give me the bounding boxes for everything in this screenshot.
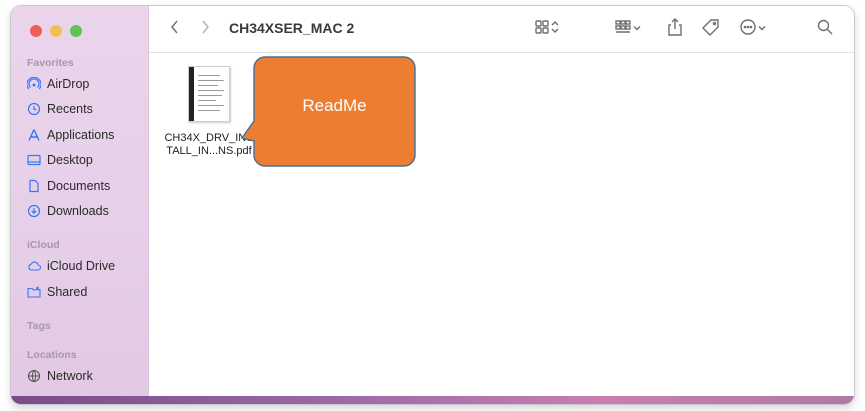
sidebar-item-label: Downloads — [47, 204, 109, 218]
clock-icon — [27, 102, 41, 116]
window-controls — [30, 25, 82, 37]
chevron-updown-icon — [550, 20, 560, 39]
download-icon — [27, 204, 41, 218]
airdrop-icon — [27, 77, 41, 91]
share-icon — [667, 17, 683, 41]
chevron-left-icon — [169, 19, 181, 40]
sidebar-section-locations: Locations — [27, 349, 77, 361]
sidebar-item-recents[interactable]: Recents — [27, 100, 93, 118]
callout-text: ReadMe — [302, 96, 367, 115]
sidebar-item-network[interactable]: Network — [27, 367, 93, 385]
close-button[interactable] — [30, 25, 42, 37]
document-icon — [27, 179, 41, 193]
sidebar-item-label: AirDrop — [47, 77, 90, 91]
chevron-right-icon — [199, 19, 211, 40]
more-actions-button[interactable] — [739, 18, 767, 40]
sidebar-item-label: iCloud Drive — [47, 259, 116, 273]
callout-shape — [241, 56, 416, 167]
chevron-down-icon — [632, 20, 642, 38]
applications-icon — [27, 128, 41, 142]
sidebar-item-label: Recents — [47, 102, 93, 116]
file-item[interactable]: CH34X_DRV_INS TALL_IN...NS.pdf — [161, 66, 257, 158]
sidebar-item-shared[interactable]: Shared — [27, 283, 87, 301]
chevron-down-icon — [757, 20, 767, 38]
sidebar-item-desktop[interactable]: Desktop — [27, 151, 93, 169]
sidebar-item-applications[interactable]: Applications — [27, 126, 114, 144]
sidebar-item-label: Shared — [47, 285, 88, 299]
pdf-file-icon — [188, 66, 230, 122]
sidebar-item-documents[interactable]: Documents — [27, 177, 110, 195]
group-button[interactable] — [614, 18, 642, 40]
sidebar: Favorites AirDrop Recents Applications D… — [11, 6, 149, 404]
grid-view-icon — [534, 19, 550, 40]
readme-callout: ReadMe — [241, 56, 416, 167]
sidebar-item-label: Network — [47, 369, 93, 383]
sidebar-item-downloads[interactable]: Downloads — [27, 202, 109, 220]
network-icon — [27, 369, 41, 383]
window-title: CH34XSER_MAC 2 — [229, 20, 355, 36]
search-button[interactable] — [817, 18, 833, 40]
sidebar-section-favorites: Favorites — [27, 57, 74, 69]
sidebar-item-label: Documents — [47, 179, 111, 193]
desktop-wallpaper-strip — [11, 396, 854, 404]
minimize-button[interactable] — [50, 25, 62, 37]
group-icon — [614, 19, 632, 40]
back-button[interactable] — [169, 18, 181, 40]
sidebar-item-label: Desktop — [47, 153, 93, 167]
tag-icon — [702, 18, 720, 41]
toolbar: CH34XSER_MAC 2 — [149, 6, 854, 53]
file-name: CH34X_DRV_INS TALL_IN...NS.pdf — [164, 132, 254, 157]
sidebar-item-label: Applications — [47, 128, 115, 142]
sidebar-item-airdrop[interactable]: AirDrop — [27, 75, 89, 93]
search-icon — [817, 19, 833, 40]
share-button[interactable] — [667, 17, 683, 41]
tag-button[interactable] — [702, 18, 720, 40]
desktop-icon — [27, 153, 41, 167]
shared-folder-icon — [27, 285, 41, 299]
sidebar-section-icloud: iCloud — [27, 239, 60, 251]
cloud-icon — [27, 259, 41, 273]
view-mode-button[interactable] — [534, 18, 560, 40]
finder-window: Favorites AirDrop Recents Applications D… — [11, 6, 854, 404]
ellipsis-circle-icon — [739, 18, 757, 41]
forward-button[interactable] — [199, 18, 211, 40]
sidebar-section-tags: Tags — [27, 320, 51, 332]
sidebar-item-icloud-drive[interactable]: iCloud Drive — [27, 257, 115, 275]
zoom-button[interactable] — [70, 25, 82, 37]
